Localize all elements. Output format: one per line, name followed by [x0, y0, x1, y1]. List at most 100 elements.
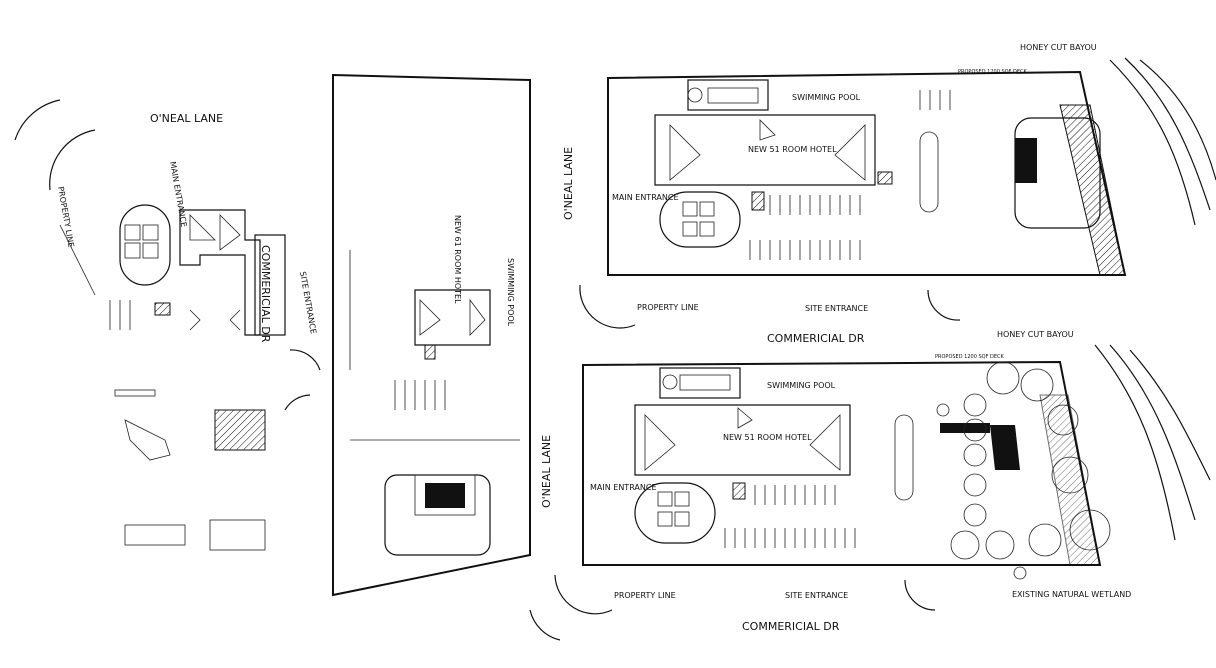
commericial-dr-vertical-label: COMMERICIAL DR [259, 245, 272, 343]
middle-site-plan: NEW 61 ROOM HOTEL SWIMMING POOL [332, 73, 531, 597]
roof-detail [219, 214, 241, 251]
table [142, 224, 159, 241]
bayou-lines [1094, 344, 1211, 541]
leader-line [59, 224, 96, 296]
island [189, 309, 201, 331]
main-entrance-label: MAIN ENTRANCE [168, 161, 188, 228]
property-boundary [332, 73, 531, 597]
roof-detail [469, 298, 486, 336]
table [682, 221, 698, 237]
roof-detail [737, 407, 753, 429]
swimming-pool [687, 79, 769, 111]
table [682, 201, 698, 217]
hotel-label: NEW 51 ROOM HOTEL [723, 433, 812, 442]
oneal-lane-label: O'NEAL LANE [150, 112, 223, 125]
hatched-pad [732, 482, 746, 500]
road-curve [14, 99, 61, 141]
pool-oval [634, 482, 716, 544]
proposed-deck-label: PROPOSED 1200 SQF DECK [935, 354, 1005, 360]
road-curve [284, 394, 311, 411]
proposed-deck-label: PROPOSED 1200 SQF DECK [958, 69, 1028, 75]
road-curve [904, 579, 936, 611]
parking-stalls [349, 250, 520, 441]
property-line-label: PROPERTY LINE [614, 591, 676, 600]
deck-outline [414, 474, 476, 516]
oneal-lane-vertical-label: O'NEAL LANE [540, 435, 553, 508]
commericial-dr-label: COMMERICIAL DR [742, 620, 840, 633]
hatched-pad [751, 191, 765, 211]
site-entrance-label: SITE ENTRANCE [785, 591, 848, 600]
table [674, 511, 690, 527]
hotel-outline [179, 209, 261, 336]
property-line-label: PROPERTY LINE [637, 303, 699, 312]
table [124, 242, 141, 259]
table [657, 511, 673, 527]
main-entrance-label: MAIN ENTRANCE [590, 483, 657, 492]
marker [936, 403, 950, 417]
oneal-lane-vertical-label: O'NEAL LANE [562, 147, 575, 220]
deck-fill [990, 425, 1020, 470]
detail-sketch [209, 519, 266, 551]
pool-oval [659, 191, 741, 248]
roof-detail [669, 124, 701, 181]
main-entrance-label: MAIN ENTRANCE [612, 193, 679, 202]
spa [662, 374, 678, 390]
hotel-footprint [654, 114, 876, 186]
property-boundary [607, 70, 1127, 276]
roof-detail [189, 214, 216, 241]
bayou-lines [1109, 57, 1216, 226]
table [699, 221, 715, 237]
bottom-right-site-plan: HONEY CUT BAYOU PROPOSED 1200 SQF DECK O… [529, 330, 1211, 641]
island [919, 131, 939, 213]
top-right-site-plan: HONEY CUT BAYOU PROPOSED 1200 SQF DECK O… [562, 43, 1216, 345]
property-line-label: PROPERTY LINE [56, 186, 76, 248]
hotel-label: NEW 51 ROOM HOTEL [748, 145, 837, 154]
roof-detail [419, 299, 441, 336]
existing-wetland-label: EXISTING NATURAL WETLAND [1012, 590, 1131, 599]
hotel-footprint [414, 289, 491, 346]
honey-cut-bayou-label: HONEY CUT BAYOU [997, 330, 1074, 339]
deck-fill [1015, 138, 1037, 183]
pool-oval [119, 204, 171, 286]
swimming-pool-label: SWIMMING POOL [792, 93, 861, 102]
detail-hatch [214, 409, 266, 451]
pool-label-vertical: SWIMMING POOL [506, 258, 515, 327]
swimming-pool-label: SWIMMING POOL [767, 381, 836, 390]
road-curve [554, 574, 613, 615]
commericial-dr-label: COMMERICIAL DR [767, 332, 865, 345]
island [229, 309, 241, 331]
detail-sketch [124, 419, 171, 461]
road-curve [529, 609, 561, 641]
boardwalk [940, 423, 990, 433]
road-curve [49, 129, 96, 191]
detail-thumbnails [114, 389, 266, 551]
roof-detail [759, 119, 776, 141]
hatched-pad [154, 302, 171, 316]
pool-water [679, 374, 731, 391]
marker [1013, 566, 1027, 580]
roof-detail [644, 414, 676, 471]
parking-stalls [109, 300, 131, 330]
table [699, 201, 715, 217]
road-strip [254, 234, 286, 336]
site-entrance-label: SITE ENTRANCE [298, 271, 318, 335]
parking-stalls [724, 485, 856, 548]
road-curve [579, 284, 636, 329]
deck-fill [425, 483, 465, 508]
honey-cut-bayou-label: HONEY CUT BAYOU [1020, 43, 1097, 52]
table [142, 242, 159, 259]
hotel-label-vertical: NEW 61 ROOM HOTEL [453, 215, 462, 304]
road-curve [927, 289, 961, 321]
roof-detail [834, 124, 866, 181]
wetland-strip [1039, 394, 1101, 566]
hatched-pad [877, 171, 893, 185]
roof-detail [809, 414, 841, 471]
table [674, 491, 690, 507]
site-entrance-label: SITE ENTRANCE [805, 304, 868, 313]
pool-water [707, 87, 759, 104]
table [657, 491, 673, 507]
wetland-strip [1059, 104, 1126, 276]
road-curve [289, 349, 321, 371]
